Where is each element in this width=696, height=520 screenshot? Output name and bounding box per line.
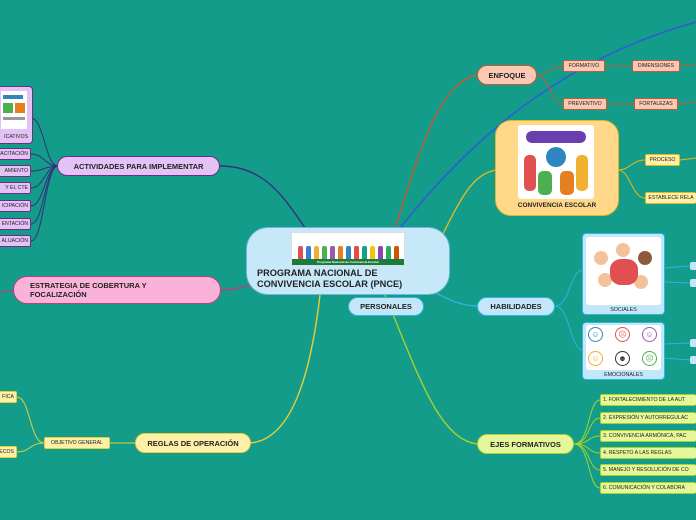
emocionales-image: ☺ ☹ ☺ ☺ ☻ ☹: [586, 325, 661, 370]
convivencia-image: [518, 125, 594, 199]
convivencia-escolar-label: CONVIVENCIA ESCOLAR: [517, 202, 597, 209]
habilidades-node[interactable]: HABILIDADES: [477, 297, 555, 316]
actividad-item-3[interactable]: AMIENTO: [0, 165, 31, 177]
proceso-node[interactable]: PROCESO: [645, 154, 680, 166]
central-topic-node[interactable]: Programa Nacional de Convivencia Escolar…: [246, 227, 450, 295]
sociales-child-1[interactable]: [690, 262, 696, 270]
sociales-child-2[interactable]: [690, 279, 696, 287]
enfoque-node[interactable]: ENFOQUE: [477, 65, 537, 85]
actividad-item-5[interactable]: ICIPACIÓN: [0, 200, 31, 212]
neutral-face-icon: ☻: [615, 351, 630, 366]
emocionales-child-1[interactable]: [690, 339, 696, 347]
left-recos-node[interactable]: RECOS: [0, 446, 17, 458]
sociales-label: SOCIALES: [610, 307, 637, 313]
estrategia-cobertura-node[interactable]: ESTRATEGIA DE COBERTURA Y FOCALIZACIÓN: [13, 276, 221, 304]
reglas-operacion-node[interactable]: REGLAS DE OPERACIÓN: [135, 433, 251, 453]
actividades-image-node[interactable]: [0, 86, 33, 144]
banner-caption: Programa Nacional de Convivencia Escolar: [292, 259, 404, 265]
joy-face-icon: ☺: [588, 351, 603, 366]
eje-item-1[interactable]: 1. FORTALECIMIENTO DE LA AUT: [600, 394, 696, 406]
eje-item-6[interactable]: 6. COMUNICACIÓN Y COLABORA: [600, 482, 696, 494]
eje-item-3[interactable]: 3. CONVIVENCIA ARMÓNICA, PAC: [600, 430, 696, 442]
sad-face-icon: ☹: [615, 327, 630, 342]
smile-face-icon: ☺: [588, 327, 603, 342]
actividad-item-7[interactable]: ALUACIÓN: [0, 235, 31, 247]
actividad-item-1[interactable]: ICATIVOS: [4, 134, 28, 140]
central-topic-title: PROGRAMA NACIONAL DE CONVIVENCIA ESCOLAR…: [257, 268, 403, 289]
actividades-image: [1, 91, 27, 129]
eje-item-4[interactable]: 4. RESPETO A LAS REGLAS: [600, 447, 696, 459]
formativo-node[interactable]: FORMATIVO: [563, 60, 605, 72]
actividades-implementar-node[interactable]: ACTIVIDADES PARA IMPLEMENTAR: [57, 156, 220, 176]
estrategia-label: ESTRATEGIA DE COBERTURA Y FOCALIZACIÓN: [30, 281, 147, 299]
sociales-image: [586, 237, 661, 305]
fortalezas-node[interactable]: FORTALEZAS: [634, 98, 678, 110]
actividad-item-4[interactable]: Y EL CTE: [0, 182, 31, 194]
personales-node[interactable]: PERSONALES: [348, 297, 424, 316]
objetivo-general-node[interactable]: OBJETIVO GENERAL: [44, 437, 110, 449]
eje-item-2[interactable]: 2. EXPRESIÓN Y AUTORREGULAC: [600, 412, 696, 424]
actividad-item-2[interactable]: ACITACIÓN: [0, 148, 31, 160]
dimensiones-node[interactable]: DIMENSIONES: [632, 60, 680, 72]
happy-face-icon: ☺: [642, 327, 657, 342]
left-fica-node[interactable]: FICA: [0, 391, 17, 403]
preventivo-node[interactable]: PREVENTIVO: [563, 98, 607, 110]
pnce-banner-image: Programa Nacional de Convivencia Escolar: [291, 232, 405, 266]
angry-face-icon: ☹: [642, 351, 657, 366]
emocionales-child-2[interactable]: [690, 356, 696, 364]
ejes-formativos-node[interactable]: EJES FORMATIVOS: [477, 434, 574, 454]
actividad-item-6[interactable]: ENTACIÓN: [0, 218, 31, 230]
eje-item-5[interactable]: 5. MANEJO Y RESOLUCIÓN DE CO: [600, 464, 696, 476]
emocionales-label: EMOCIONALES: [604, 372, 643, 378]
establece-node[interactable]: ESTABLECE RELA: [645, 192, 696, 204]
